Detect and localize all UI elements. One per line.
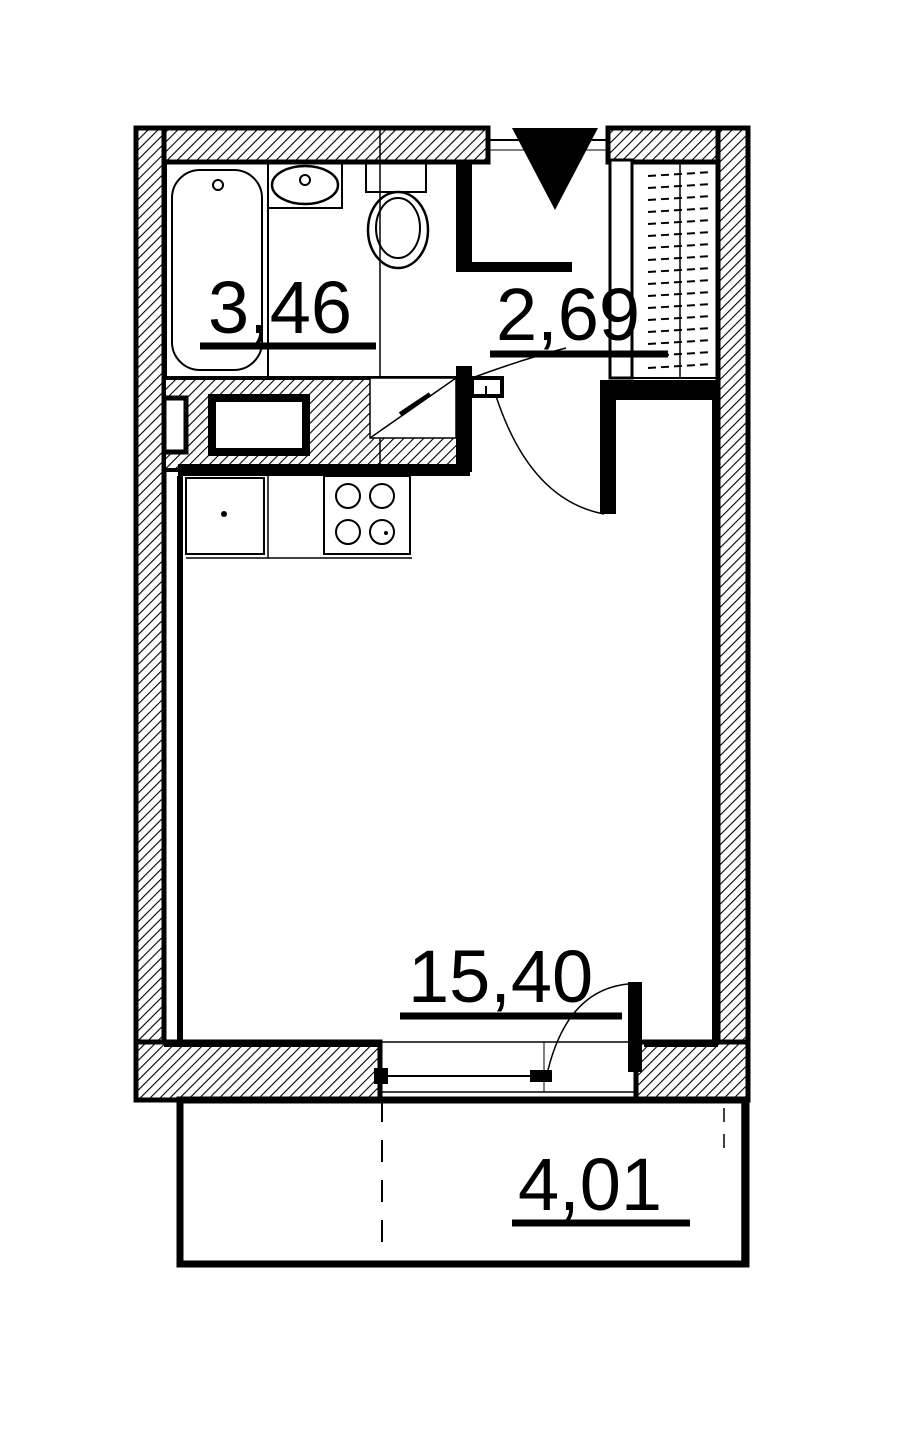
hanger-line	[647, 327, 713, 333]
stove-icon	[323, 475, 411, 555]
hall-door	[470, 376, 605, 515]
room-label-balcony: 4,01	[512, 1143, 690, 1227]
room-label-living-room: 15,40	[400, 935, 622, 1020]
hanger-line	[647, 207, 713, 213]
area-living-room: 15,40	[408, 935, 593, 1018]
hanger-line	[647, 351, 713, 357]
area-balcony: 4,01	[518, 1143, 662, 1226]
hanger-line	[647, 255, 713, 261]
bathroom-door	[369, 347, 567, 439]
hanger-line	[647, 219, 713, 225]
kitchen-sink-icon	[185, 477, 265, 555]
hanger-line	[647, 363, 713, 369]
hanger-line	[647, 183, 713, 189]
hanger-line	[647, 267, 713, 273]
hanger-line	[647, 231, 713, 237]
exterior-walls	[133, 125, 751, 1103]
hanger-line	[647, 243, 713, 249]
entrance	[488, 128, 608, 210]
balcony	[176, 1096, 750, 1268]
hanger-line	[647, 171, 713, 177]
hanger-line	[647, 315, 713, 321]
area-hallway: 2,69	[496, 273, 640, 356]
room-label-hallway: 2,69	[490, 273, 668, 358]
hanger-line	[647, 195, 713, 201]
balcony-door	[374, 982, 642, 1098]
toilet-icon	[365, 161, 430, 270]
sink-icon	[267, 161, 343, 209]
wardrobe-icon	[631, 161, 719, 379]
room-label-bathroom: 3,46	[200, 266, 376, 350]
bathtub-icon	[165, 161, 269, 379]
entrance-arrow-icon	[512, 128, 598, 210]
hanger-line	[647, 339, 713, 345]
hanger-line	[647, 303, 713, 309]
hanger-line	[647, 279, 713, 285]
area-bathroom: 3,46	[208, 266, 352, 349]
hanger-line	[647, 291, 713, 297]
